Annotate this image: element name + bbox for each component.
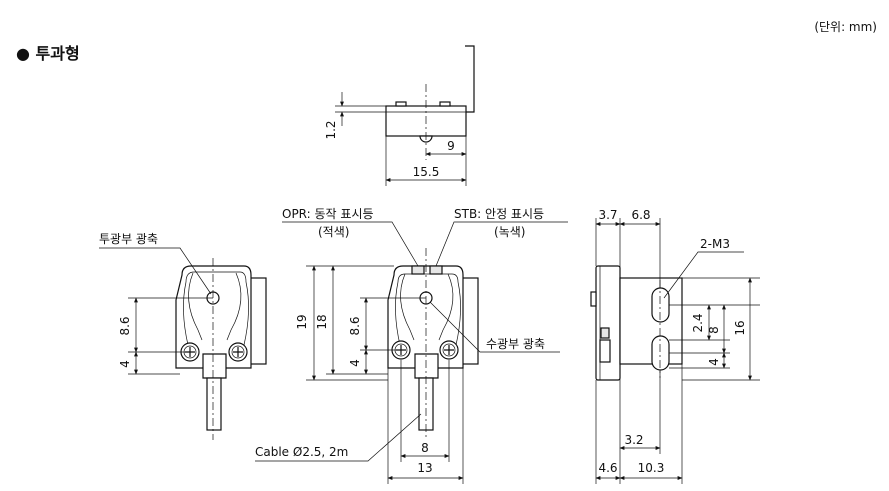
dim-top-thickness: 1.2: [324, 120, 338, 139]
dim-center-lower: 4: [348, 359, 362, 367]
emitter-housing: [175, 265, 252, 369]
emitter-axis-label: 투광부 광축: [99, 232, 158, 246]
receiver-front-view: OPR: 동작 표시등 (적색) STB: 안정 표시등 (녹색) 수광부 광축…: [255, 207, 568, 484]
dim-front-upper: 8.6: [118, 316, 132, 335]
top-view-bracket: [465, 45, 475, 113]
dim-center-width: 13: [417, 461, 432, 475]
unit-label: (단위: mm): [814, 20, 877, 34]
side-view-front-plate: [595, 265, 621, 381]
top-view: 1.2 9 15.5: [324, 45, 475, 186]
opr-label: OPR: 동작 표시등: [282, 207, 374, 221]
dim-center-hole-pitch: 8: [421, 441, 429, 455]
stb-indicator: [429, 265, 443, 275]
upper-slot: [651, 287, 670, 323]
opr-indicator: [411, 265, 425, 275]
dim-top-offset: 9: [447, 139, 455, 153]
opr-color: (적색): [318, 225, 349, 239]
dim-side-top-left: 3.7: [598, 208, 617, 222]
stb-color: (녹색): [494, 225, 525, 239]
dim-side-bottom-left: 4.6: [598, 461, 617, 475]
dim-side-offset: 3.2: [624, 433, 643, 447]
side-view-body: [619, 277, 683, 365]
dim-center-upper: 8.6: [348, 316, 362, 335]
dim-side-height: 16: [733, 320, 747, 335]
dim-top-width: 15.5: [413, 165, 440, 179]
thread-label: 2-M3: [700, 237, 730, 251]
dim-center-height-outer: 19: [295, 314, 309, 329]
stb-label: STB: 안정 표시등: [454, 207, 544, 221]
emitter-front-view: 투광부 광축 8.6 4: [99, 232, 267, 440]
emitter-cable: [206, 377, 222, 431]
dim-front-lower: 4: [118, 360, 132, 368]
dim-side-bottom-right: 10.3: [638, 461, 665, 475]
receiver-axis-label: 수광부 광축: [486, 337, 545, 351]
dim-side-slot: 2.4: [691, 313, 705, 332]
dim-side-lower: 4: [707, 358, 721, 366]
dim-side-slot-pitch: 8: [707, 326, 721, 334]
lower-slot: [651, 335, 670, 371]
section-title: ● 투과형: [16, 44, 80, 63]
dim-side-top-right: 6.8: [631, 208, 650, 222]
dim-center-height-inner: 18: [315, 314, 329, 329]
side-view: 3.7 6.8 2-M3 2.4 8 4 16 3.2 4.6 10.3: [590, 208, 760, 484]
cable-label: Cable Ø2.5, 2m: [255, 445, 348, 459]
